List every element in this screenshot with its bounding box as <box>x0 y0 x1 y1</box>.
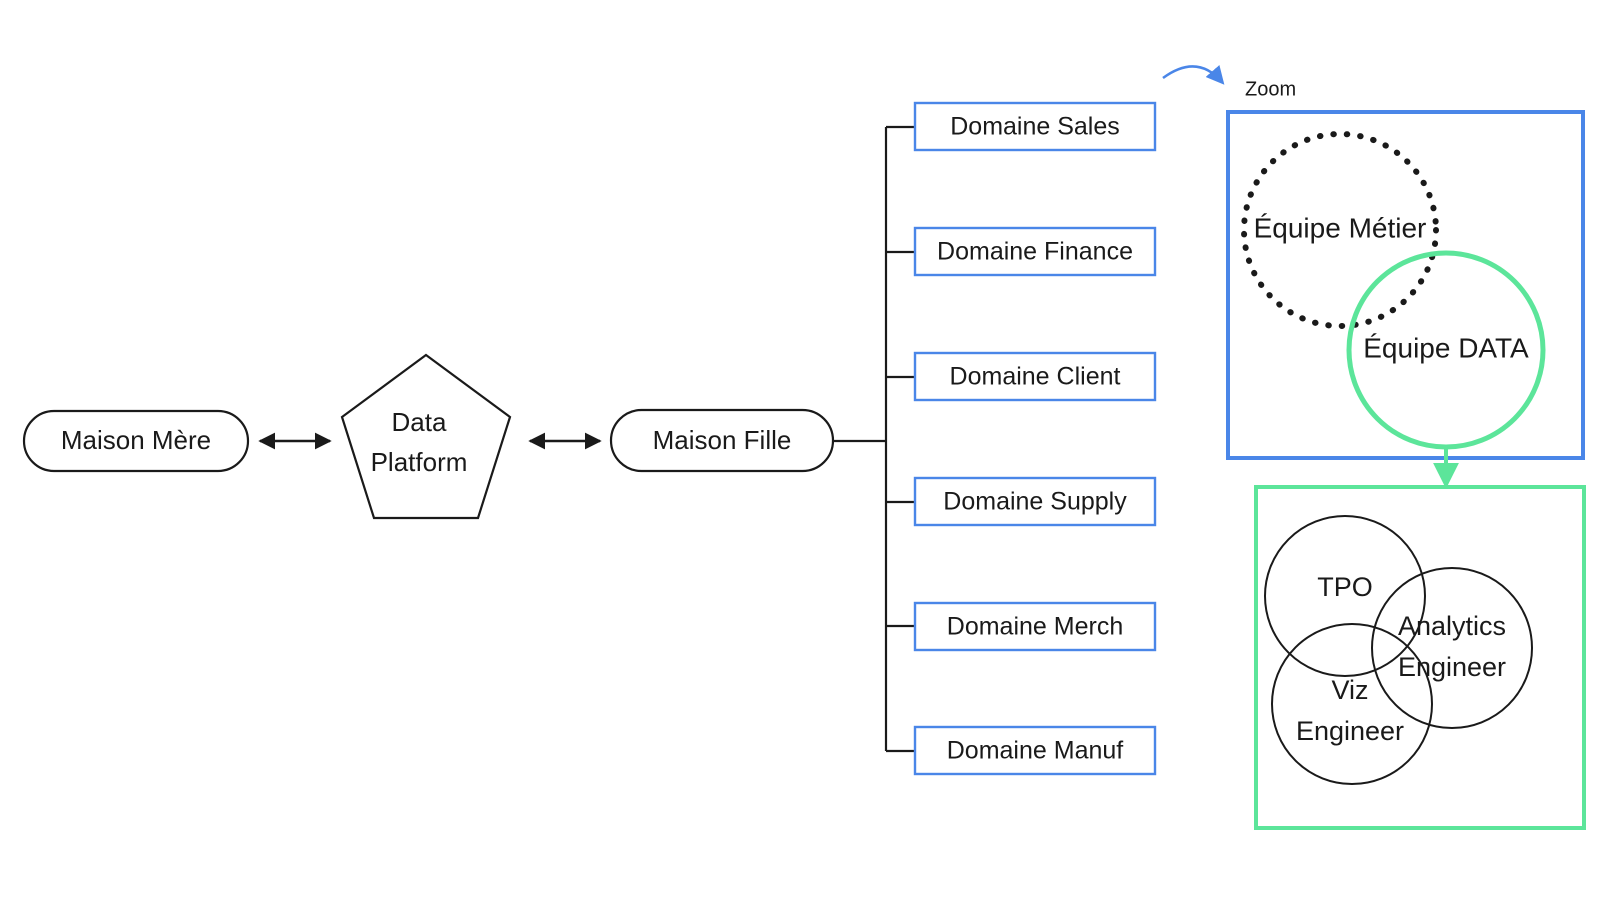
data-platform-label-line1: Data <box>392 407 447 437</box>
domain-label: Domaine Supply <box>943 488 1127 516</box>
analytics-engineer-shape <box>1371 567 1533 729</box>
domain-tree-connectors <box>833 125 915 753</box>
analytics-engineer-label-line1: Analytics <box>1398 611 1506 641</box>
maison-mere-label: Maison Mère <box>61 425 211 455</box>
domain-box-shape <box>913 351 1157 402</box>
domain-box-sales[interactable]: Domaine Sales <box>913 101 1157 152</box>
equipe-metier-shape <box>1241 131 1439 329</box>
analytics-engineer-label-line2: Engineer <box>1398 652 1506 682</box>
tpo-shape <box>1264 515 1426 677</box>
domain-box-finance[interactable]: Domaine Finance <box>913 226 1157 277</box>
circle-viz-engineer[interactable] <box>1271 623 1433 785</box>
circle-analytics-engineer[interactable] <box>1371 567 1533 729</box>
domain-box-merch[interactable]: Domaine Merch <box>913 601 1157 652</box>
domain-box-shape <box>913 101 1157 152</box>
tpo-label: TPO <box>1317 572 1373 602</box>
roles-panel-border <box>1254 485 1586 830</box>
node-data-platform[interactable]: Data Platform <box>340 353 512 520</box>
viz-engineer-shape <box>1271 623 1433 785</box>
domain-label: Domaine Finance <box>937 238 1133 266</box>
curved-arrow-icon <box>1162 65 1225 85</box>
maison-mere-shape <box>22 409 250 473</box>
viz-engineer-label-line2: Engineer <box>1296 716 1404 746</box>
data-platform-shape <box>340 353 512 520</box>
domain-box-shape <box>913 725 1157 776</box>
node-maison-mere[interactable]: Maison Mère <box>22 409 250 473</box>
data-platform-label-line2: Platform <box>371 447 468 477</box>
circle-equipe-metier[interactable]: Équipe Métier <box>1241 131 1439 329</box>
equipe-metier-label: Équipe Métier <box>1254 212 1427 243</box>
domain-box-shape <box>913 476 1157 527</box>
domain-label: Domaine Sales <box>950 113 1120 141</box>
domain-box-shape <box>913 226 1157 277</box>
domain-label: Domaine Manuf <box>947 737 1124 765</box>
maison-fille-label: Maison Fille <box>653 425 792 455</box>
node-maison-fille[interactable]: Maison Fille <box>609 408 835 473</box>
equipe-data-label: Équipe DATA <box>1363 332 1529 363</box>
domain-box-client[interactable]: Domaine Client <box>913 351 1157 402</box>
zoom-panel-roles[interactable] <box>1254 485 1586 830</box>
zoom-curved-arrow <box>1162 65 1225 85</box>
domain-box-shape <box>913 601 1157 652</box>
zoom-caption: Zoom <box>1245 78 1296 100</box>
circle-tpo[interactable] <box>1264 515 1426 677</box>
domain-box-manuf[interactable]: Domaine Manuf <box>913 725 1157 776</box>
domain-label: Domaine Client <box>950 363 1121 391</box>
domain-label: Domaine Merch <box>947 613 1123 641</box>
viz-engineer-label-line1: Viz <box>1331 675 1368 705</box>
domain-box-supply[interactable]: Domaine Supply <box>913 476 1157 527</box>
